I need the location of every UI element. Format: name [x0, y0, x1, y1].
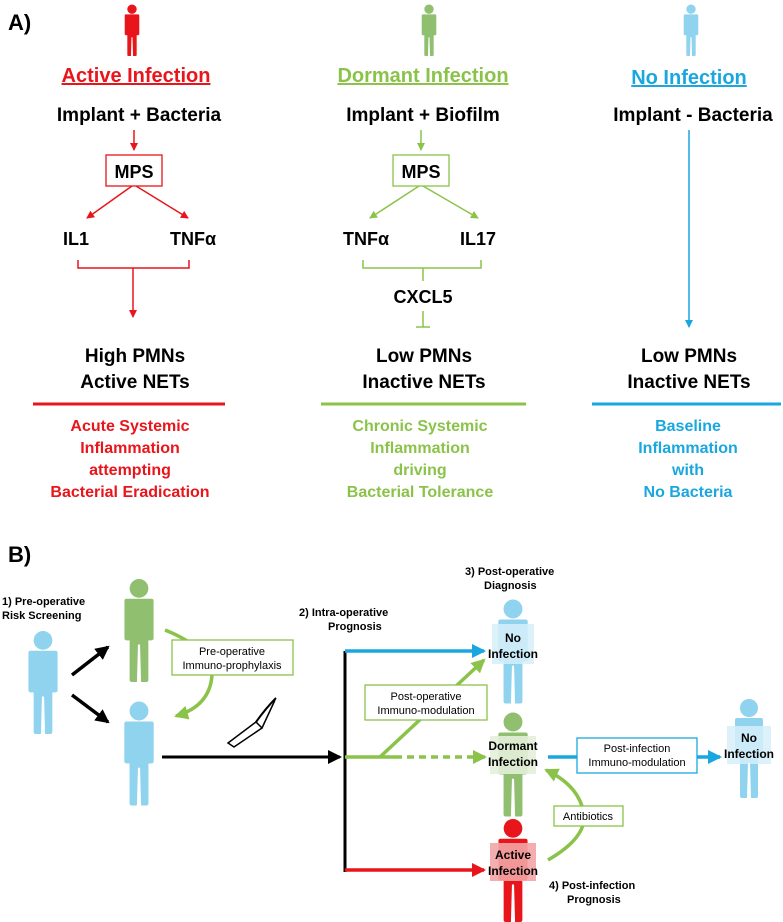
col-active-mps: MPS — [114, 162, 153, 182]
col-dormant-mps: MPS — [401, 162, 440, 182]
col-none-desc-4: No Bacteria — [644, 484, 733, 501]
col-dormant-outcome-2: Inactive NETs — [362, 372, 485, 393]
col-none-outcome-2: Inactive NETs — [627, 372, 750, 393]
col-dormant-desc-4: Bacterial Tolerance — [347, 484, 494, 501]
postinf-box — [576, 737, 698, 774]
col-active-desc-4: Bacterial Eradication — [50, 484, 209, 501]
col-active-desc-2: Inflammation — [80, 440, 180, 457]
col-dormant-title: Dormant Infection — [337, 65, 508, 87]
col-none-title: No Infection — [631, 67, 747, 89]
high-risk-person-icon — [124, 579, 154, 682]
postop-box-line1: Post-operative — [391, 691, 462, 703]
active-infection-label-1: Active — [495, 848, 531, 862]
col-dormant-left-cytokine: TNFα — [343, 229, 389, 249]
col-dormant-desc-1: Chronic Systemic — [352, 418, 487, 435]
col-dormant-desc-2: Inflammation — [370, 440, 470, 457]
col-dormant-outcome-1: Low PMNs — [376, 346, 472, 367]
step3-line1: 3) Post-operative — [465, 566, 554, 578]
col-active-right-cytokine: TNFα — [170, 229, 216, 249]
step1-line2: Risk Screening — [2, 610, 81, 622]
postinf-box-line2: Immuno-modulation — [588, 757, 685, 769]
col-active-title: Active Infection — [62, 65, 211, 87]
col-dormant-right-cytokine: IL17 — [460, 229, 496, 249]
col-active-left-cytokine: IL1 — [63, 229, 89, 249]
col-dormant-mediator: CXCL5 — [393, 287, 452, 307]
col-active-outcome-1: High PMNs — [85, 346, 185, 367]
col-none-desc-1: Baseline — [655, 418, 721, 435]
col-active-outcome-2: Active NETs — [80, 372, 189, 393]
antibiotics-label: Antibiotics — [563, 811, 614, 823]
no-infection-right-label-1: No — [741, 731, 757, 745]
dormant-infection-label-2: Infection — [488, 755, 538, 769]
col-dormant-condition: Implant + Biofilm — [346, 105, 500, 126]
dormant-person-icon — [421, 4, 437, 56]
panel-b-label: B) — [8, 542, 31, 567]
col-none-outcome-1: Low PMNs — [641, 346, 737, 367]
col-active-desc-1: Acute Systemic — [70, 418, 189, 435]
no-infection-label-2: Infection — [488, 647, 538, 661]
no-infection-label-1: No — [505, 631, 521, 645]
postinf-box-line1: Post-infection — [604, 743, 671, 755]
preop-box-line1: Pre-operative — [199, 646, 265, 658]
step4-line1: 4) Post-infection — [549, 880, 635, 892]
step1-line1: 1) Pre-operative — [2, 596, 85, 608]
postop-box — [364, 684, 488, 721]
dormant-infection-label-1: Dormant — [488, 739, 537, 753]
step2-line2: Prognosis — [328, 621, 382, 633]
col-active-condition: Implant + Bacteria — [57, 105, 222, 126]
step4-line2: Prognosis — [567, 894, 621, 906]
active-person-icon — [124, 4, 140, 56]
none-person-icon — [683, 4, 699, 56]
active-infection-label-2: Infection — [488, 864, 538, 878]
preop-box-line2: Immuno-prophylaxis — [182, 660, 282, 672]
antibiotics-box — [553, 805, 624, 827]
low-risk-person-icon — [124, 701, 154, 806]
col-none-desc-3: with — [671, 462, 704, 479]
col-active-mps-box — [105, 154, 163, 187]
panel-a-label: A) — [8, 10, 31, 35]
postop-box-line2: Immuno-modulation — [377, 705, 474, 717]
col-dormant-mps-box — [392, 154, 450, 187]
col-none-condition: Implant - Bacteria — [613, 105, 773, 126]
step3-line2: Diagnosis — [484, 580, 537, 592]
col-dormant-desc-3: driving — [393, 462, 446, 479]
screening-person-icon — [28, 631, 58, 734]
no-infection-right-label-2: Infection — [724, 747, 774, 761]
col-active-desc-3: attempting — [89, 462, 171, 479]
preop-box — [171, 639, 294, 676]
scalpel-icon — [226, 697, 277, 748]
col-none-desc-2: Inflammation — [638, 440, 738, 457]
step2-line1: 2) Intra-operative — [299, 607, 388, 619]
